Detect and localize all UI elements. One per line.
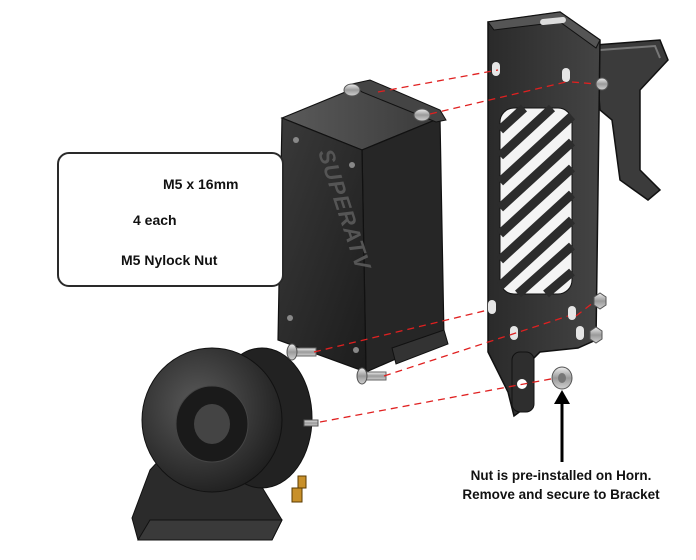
nut-type-label: M5 Nylock Nut xyxy=(121,252,218,268)
hardware-legend-box xyxy=(57,152,284,287)
assembly-bolts xyxy=(286,77,609,390)
assembly-guide-lines xyxy=(313,69,597,423)
horn xyxy=(131,347,319,541)
mounting-bracket xyxy=(487,11,669,418)
installation-callout: Nut is pre-installed on Horn. Remove and… xyxy=(430,466,692,504)
callout-line-2: Remove and secure to Bracket xyxy=(462,487,660,502)
quantity-label: 4 each xyxy=(133,212,177,228)
control-box xyxy=(277,79,449,373)
callout-arrow xyxy=(554,390,570,462)
bolt-size-label: M5 x 16mm xyxy=(163,176,239,192)
bracket-vent xyxy=(496,104,576,298)
callout-line-1: Nut is pre-installed on Horn. xyxy=(470,468,652,483)
